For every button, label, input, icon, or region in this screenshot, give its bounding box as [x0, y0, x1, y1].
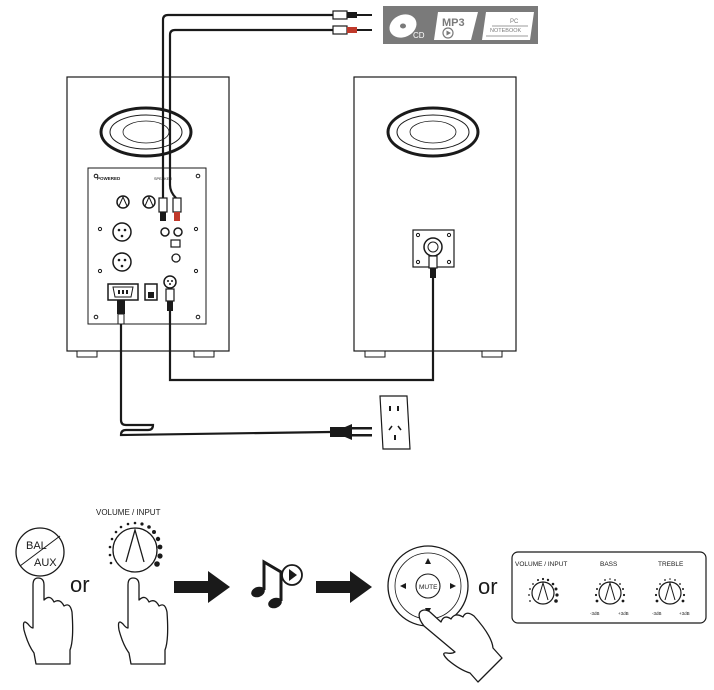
- left-speaker-foot: [193, 350, 215, 358]
- volume-knob-icon: [112, 527, 158, 573]
- bal-label: BAL: [26, 540, 47, 552]
- bal-aux-button: BAL AUX: [15, 527, 65, 577]
- arrow-right-icon: [316, 571, 372, 603]
- left-speaker: POWERED SPEAKER: [66, 76, 230, 358]
- right-speaker-foot: [481, 350, 503, 358]
- pointing-hand-icon: [418, 609, 503, 683]
- rca-jack-icon: [160, 227, 170, 237]
- source-badges: CD MP3 PC NOTEBOOK: [383, 6, 538, 44]
- optical-input-icon: [170, 239, 181, 248]
- cd-icon: CD: [389, 14, 425, 40]
- xlr-input-icon: [112, 252, 132, 272]
- power-plug-icon: [117, 300, 125, 325]
- mute-button: [415, 573, 441, 599]
- rca-plug-icon: [172, 197, 182, 221]
- rca-plug-icon: [332, 10, 372, 20]
- treble-min-label: -3dB: [652, 611, 662, 616]
- notebook-label: NOTEBOOK: [490, 28, 522, 34]
- cd-label: CD: [413, 31, 425, 40]
- music-play-icon: [251, 559, 303, 609]
- treble-max-label: +3dB: [679, 611, 690, 616]
- pc-label: PC: [510, 19, 519, 25]
- rca-plug-icon: [158, 197, 168, 221]
- right-speaker-foot: [364, 350, 386, 358]
- cables: [119, 13, 435, 437]
- volume-knob-icon: [528, 577, 559, 605]
- rca-cable-white: [161, 13, 333, 198]
- aux-jack-icon: [171, 253, 181, 263]
- speaker-cable-plug-icon: [428, 255, 438, 278]
- wall-outlet-icon: [379, 395, 411, 450]
- arrow-right-icon: [174, 571, 230, 603]
- pc-notebook-icon: PC NOTEBOOK: [482, 12, 534, 40]
- control-panel: VOLUME / INPUT BASS TREBLE -3dB +3dB: [511, 551, 707, 624]
- panel-brand-label: POWERED: [97, 176, 121, 181]
- volume-scale-dots: [108, 521, 163, 567]
- panel-treble-label: TREBLE: [658, 561, 684, 568]
- left-arrow-icon: [400, 583, 406, 589]
- treble-knob-icon: -3dB +3dB: [652, 578, 690, 616]
- mains-plug-icon: [330, 424, 372, 440]
- pointing-hand-icon: [117, 577, 169, 665]
- or-separator: or: [478, 574, 498, 599]
- rca-cable-red: [168, 28, 333, 199]
- navigation-pad: MUTE: [387, 545, 469, 627]
- mp3-icon: MP3: [434, 12, 478, 40]
- right-speaker: [353, 76, 517, 358]
- rear-panel: POWERED SPEAKER: [87, 167, 207, 325]
- right-arrow-icon: [450, 583, 456, 589]
- speaker-cable: [168, 272, 435, 382]
- mp3-label: MP3: [442, 17, 465, 29]
- bass-knob-icon: -3dB +3dB: [590, 578, 629, 616]
- or-separator: or: [70, 572, 90, 597]
- up-arrow-icon: [425, 558, 431, 564]
- rca-plug-icon: [332, 25, 372, 35]
- pointing-hand-icon: [22, 577, 74, 665]
- panel-volume-input-label: VOLUME / INPUT: [515, 561, 567, 568]
- panel-bass-label: BASS: [600, 561, 618, 568]
- speaker-output-icon: [163, 275, 177, 289]
- rca-jack-icon: [173, 227, 183, 237]
- volume-input-label: VOLUME / INPUT: [96, 508, 161, 517]
- panel-knob-icon: [142, 195, 156, 209]
- right-speaker-cabinet: [353, 76, 517, 352]
- xlr-input-icon: [112, 222, 132, 242]
- bass-max-label: +3dB: [618, 611, 629, 616]
- left-speaker-foot: [76, 350, 98, 358]
- speaker-cable-plug-icon: [165, 288, 175, 311]
- aux-label: AUX: [34, 557, 57, 569]
- mute-label: MUTE: [419, 584, 438, 591]
- bass-min-label: -3dB: [590, 611, 600, 616]
- panel-knob-icon: [116, 195, 130, 209]
- right-bass-port: [386, 106, 480, 158]
- power-switch-icon: [144, 283, 158, 301]
- power-cable: [119, 312, 331, 437]
